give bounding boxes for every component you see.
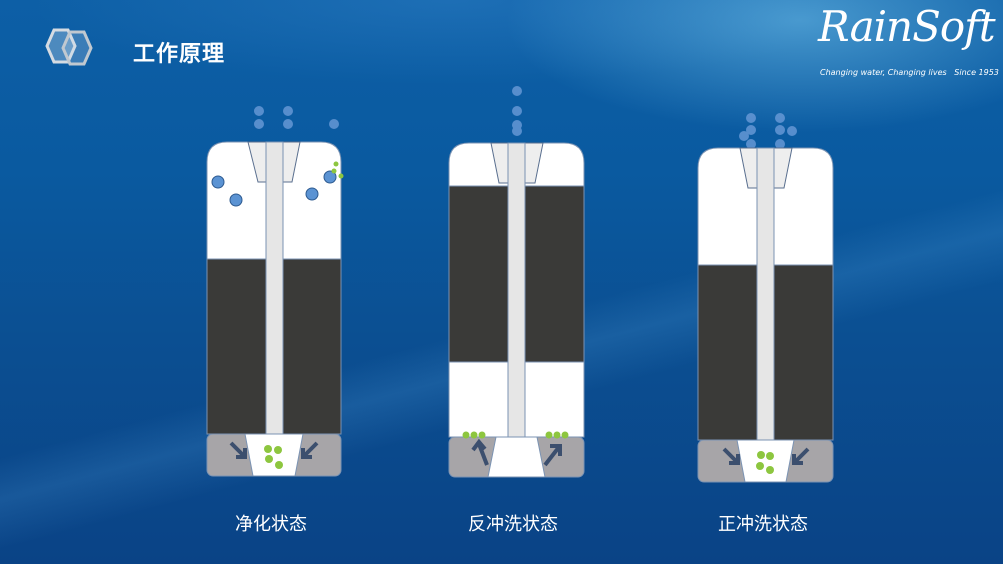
bubbles-icon xyxy=(739,113,797,149)
bubbles-icon xyxy=(254,106,339,129)
stage-label-backwash: 反冲洗状态 xyxy=(468,514,558,535)
flow-arrow-icon xyxy=(229,441,319,459)
brand-logo: RainSoft Changing water, Changing lives … xyxy=(812,2,999,84)
stage-label-forward-rinse: 正冲洗状态 xyxy=(718,514,808,535)
bubbles-icon xyxy=(512,86,522,136)
brand-since: Since 1953 xyxy=(954,68,999,77)
brand-tagline: Changing water, Changing lives xyxy=(820,68,947,77)
flow-arrow-icon xyxy=(722,447,810,465)
hexagon-logo-icon xyxy=(45,28,93,66)
flow-arrow-icon xyxy=(471,438,562,467)
page-title: 工作原理 xyxy=(133,42,226,67)
tank-forward-rinse xyxy=(697,113,834,483)
brand-name: RainSoft xyxy=(818,2,996,51)
tank-purification xyxy=(206,106,344,477)
tank-backwash xyxy=(448,86,585,478)
stage-label-purification: 净化状态 xyxy=(235,514,307,535)
